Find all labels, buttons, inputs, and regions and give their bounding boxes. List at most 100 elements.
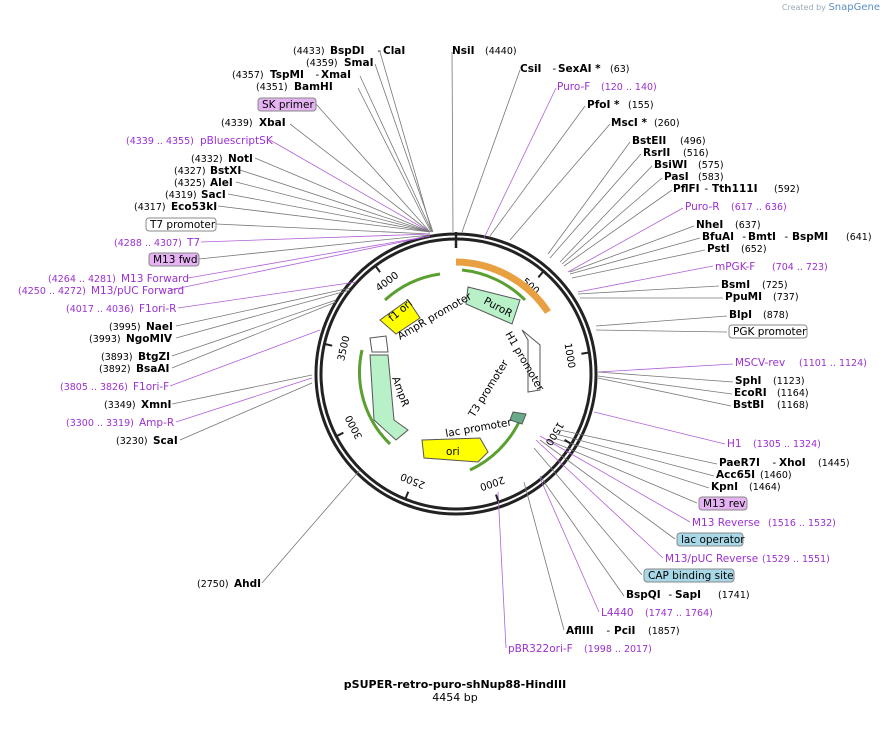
callout-line [567,207,684,273]
map-label: CsiI - SexAI *(63) [520,63,630,75]
map-label: (4250 .. 4272)M13/pUC Forward [18,285,184,297]
ruler-tick [404,491,410,499]
map-label: (2750)AhdI [197,578,261,590]
map-label: (3805 .. 3826)F1ori-F [60,381,169,393]
callout-line [577,285,720,295]
feature-label-ori: ori [446,446,460,458]
map-label: (4433)BspDI - ClaI [293,45,405,57]
callout-line [179,382,313,441]
f1-ori-feature [379,299,421,335]
callout-line [235,181,431,233]
callout-line [489,105,586,237]
callout-line [595,329,728,333]
map-label: (3230)ScaI [116,435,178,447]
label-box [698,496,748,511]
map-label: AflIII - PciI(1857) [566,625,680,637]
callout-line [547,141,631,255]
callout-line [187,235,431,279]
map-label: (3349)XmnI [104,399,171,411]
label-box [148,252,200,267]
feature-label-t3-promoter: T3 promoter [466,357,512,420]
map-label: (4351)BamHI [256,81,333,93]
map-label: PasI(583) [664,171,724,183]
callout-line [547,439,698,504]
callout-line [239,169,431,233]
ori-green-arc [469,419,522,472]
map-label: PstI(652) [707,243,767,255]
map-label: (3995)NaeI [109,321,173,333]
callout-line [553,437,710,489]
map-label: (4017 .. 4036)F1ori-R [66,303,176,315]
callout-line [200,233,431,243]
plasmid-title: pSUPER-retro-puro-shNup88-HindIII [344,678,566,691]
callout-line [593,411,726,445]
map-label: EcoRI(1164) [734,387,809,399]
label-box [676,532,744,547]
map-label: PpuMI(737) [725,291,799,303]
ruler-tick [325,343,333,347]
map-label: L4440(1747 .. 1764) [601,607,713,619]
callout-line [569,225,695,273]
callout-line [289,123,431,233]
green-feature-arc-left [383,272,441,302]
callout-line [563,189,673,267]
map-label: BstEII(496) [632,135,706,147]
map-label: M13 Reverse(1516 .. 1532) [692,517,836,529]
callout-line [198,234,431,260]
callout-line [217,205,431,233]
callout-line [597,375,733,395]
callout-line [171,299,337,357]
callout-line [539,475,625,597]
ruler-tick [564,439,572,445]
feature-arcs [358,258,551,472]
ruler-tick-label: 1500 [543,420,566,447]
map-label: MscI *(260) [611,117,680,129]
ruler-tick-label: 2500 [399,470,427,490]
ampr-feature [369,354,409,441]
map-label: M13/pUC Reverse(1529 .. 1551) [665,553,830,565]
callout-line [215,223,431,235]
callout-line [571,249,706,279]
map-label: SK primer [262,99,314,111]
callout-line [171,301,337,369]
callout-line [497,491,507,649]
callout-line [569,237,701,275]
ori-feature [421,437,489,463]
ruler-tick [495,494,500,502]
map-label: (4359)SmaI [306,57,374,69]
map-label: (4317)Eco53kI [134,201,217,213]
map-label: pBR322ori-F(1998 .. 2017) [508,643,652,655]
map-label: mPGK-F(704 .. 723) [715,261,828,273]
label-box [728,324,808,339]
callout-line [169,235,431,291]
t3-marker-feature [509,411,527,425]
ruler-tick [336,431,344,437]
backbone-inner [319,237,593,511]
map-label: BsiWI(575) [654,159,724,171]
callout-line [533,447,643,576]
label-box [643,568,735,583]
callout-line [539,439,676,540]
callout-line [227,193,431,233]
map-label: (4339 .. 4355)pBluescriptSK [126,135,274,147]
callout-line [539,477,600,613]
callout-line [175,287,351,327]
map-label: (4327)BstXI [174,165,241,177]
callout-line [595,315,728,327]
callout-line [535,439,664,559]
callout-line [559,429,718,465]
callout-line [597,371,734,383]
callout-line [461,69,521,233]
map-label: BfuAI - BmtI - BspMI(641) [702,231,872,243]
map-label: (4325)AleI [174,177,233,189]
callout-line [509,123,611,241]
orange-feature-arc [455,258,551,314]
map-label: BstBI(1168) [733,399,809,411]
callout-line [555,433,715,477]
plasmid-length: 4454 bp [432,691,477,704]
callout-line [451,51,454,233]
map-label: Puro-F(120 .. 140) [557,81,657,93]
callout-line [539,435,691,523]
callout-line [577,265,714,293]
callout-line [254,157,431,233]
